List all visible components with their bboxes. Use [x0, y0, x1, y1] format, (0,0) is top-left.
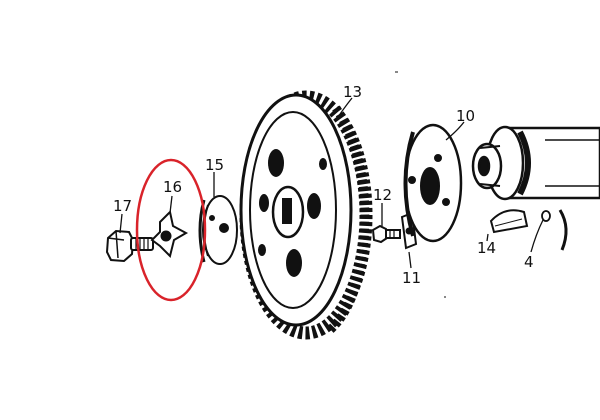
callout-13: 13	[343, 83, 362, 101]
callouts: 17 16 15 13 12 11 10 14 4	[113, 83, 534, 287]
callout-15: 15	[205, 156, 224, 174]
part-4-pin	[541, 210, 551, 222]
part-12-bolt	[371, 224, 401, 244]
leader-lines	[119, 97, 544, 269]
part-16-tab-washer	[150, 209, 189, 258]
part-13-sprocket	[239, 90, 373, 340]
part-17-bolt	[105, 229, 154, 263]
part-4-camshaft	[471, 125, 600, 251]
callout-12: 12	[373, 186, 392, 204]
callout-10: 10	[456, 107, 475, 125]
registration-marks	[395, 71, 446, 298]
callout-16: 16	[163, 178, 182, 196]
part-14-key	[489, 209, 529, 234]
callout-4: 4	[524, 253, 534, 271]
callout-17: 17	[113, 197, 132, 215]
highlight-circle	[135, 158, 207, 302]
part-15-disc	[198, 195, 238, 265]
callout-11: 11	[402, 269, 421, 287]
part-10-flange	[403, 123, 463, 243]
callout-14: 14	[477, 239, 496, 257]
